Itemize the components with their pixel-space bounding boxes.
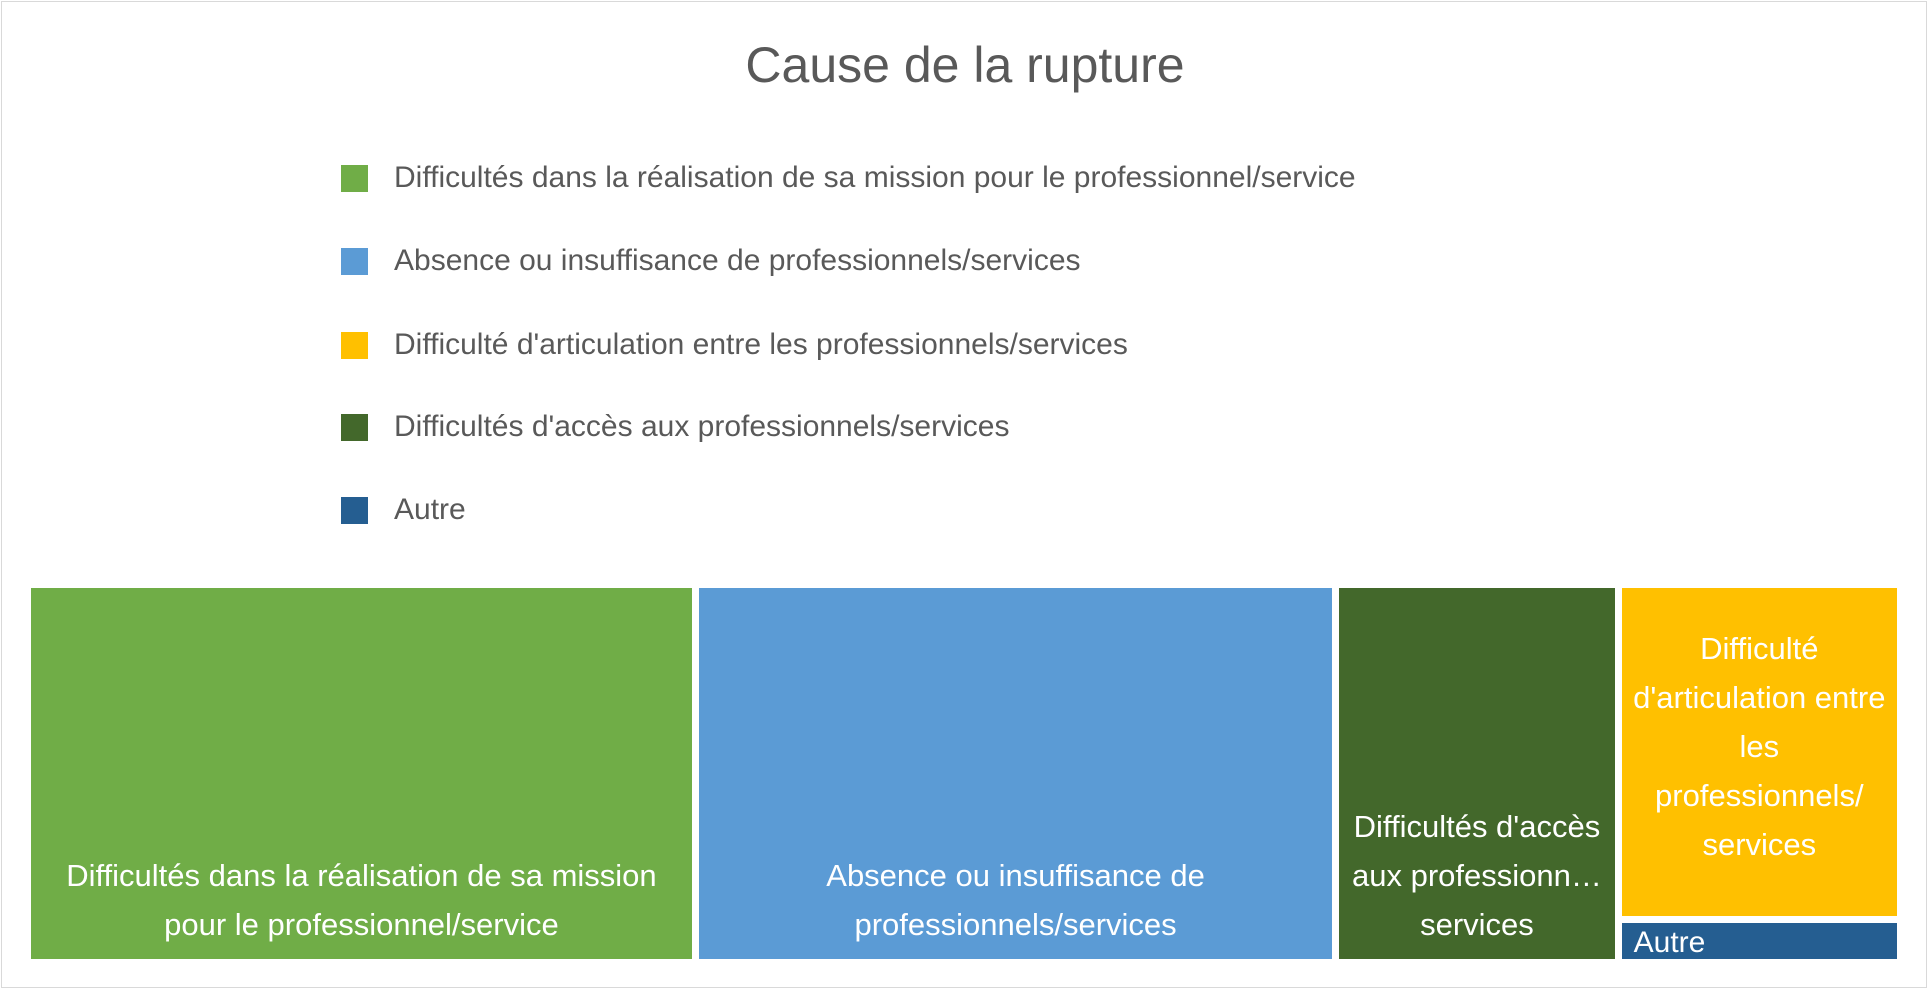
tile-label: Difficultés dans la réalisation de sa mi… xyxy=(66,858,657,942)
legend-item: Absence ou insuffisance de professionnel… xyxy=(341,241,1081,281)
legend-label: Difficulté d'articulation entre les prof… xyxy=(394,328,1128,361)
legend-item: Autre xyxy=(341,490,466,530)
legend-item: Difficultés d'accès aux professionnels/s… xyxy=(341,407,1009,447)
treemap-tile: Difficulté d'articulation entre les prof… xyxy=(1621,588,1897,916)
treemap-tile: Absence ou insuffisance de professionnel… xyxy=(698,588,1333,959)
legend-label: Difficultés d'accès aux professionnels/s… xyxy=(394,410,1010,443)
legend-label: Difficultés dans la réalisation de sa mi… xyxy=(394,161,1356,194)
legend-swatch xyxy=(341,331,368,359)
treemap-tile: Autre xyxy=(1621,922,1897,959)
tile-label: Difficultés d'accès aux professionn… ser… xyxy=(1351,809,1602,942)
legend-swatch xyxy=(341,413,368,441)
legend-swatch xyxy=(341,247,368,275)
treemap-tile: Difficultés dans la réalisation de sa mi… xyxy=(31,588,692,959)
legend-item: Difficultés dans la réalisation de sa mi… xyxy=(341,158,1356,198)
tile-label: Autre xyxy=(1633,925,1706,959)
legend-swatch xyxy=(341,164,368,192)
chart-title: Cause de la rupture xyxy=(745,37,1185,93)
legend-label: Autre xyxy=(394,493,466,526)
legend-swatch xyxy=(341,496,368,524)
legend-label: Absence ou insuffisance de professionnel… xyxy=(394,244,1081,277)
treemap-tile: Difficultés d'accès aux professionn… ser… xyxy=(1339,588,1615,959)
tile-label: Difficulté d'articulation entre les prof… xyxy=(1633,631,1886,863)
legend-item: Difficulté d'articulation entre les prof… xyxy=(341,325,1128,365)
tile-label: Absence ou insuffisance de professionnel… xyxy=(826,858,1205,942)
